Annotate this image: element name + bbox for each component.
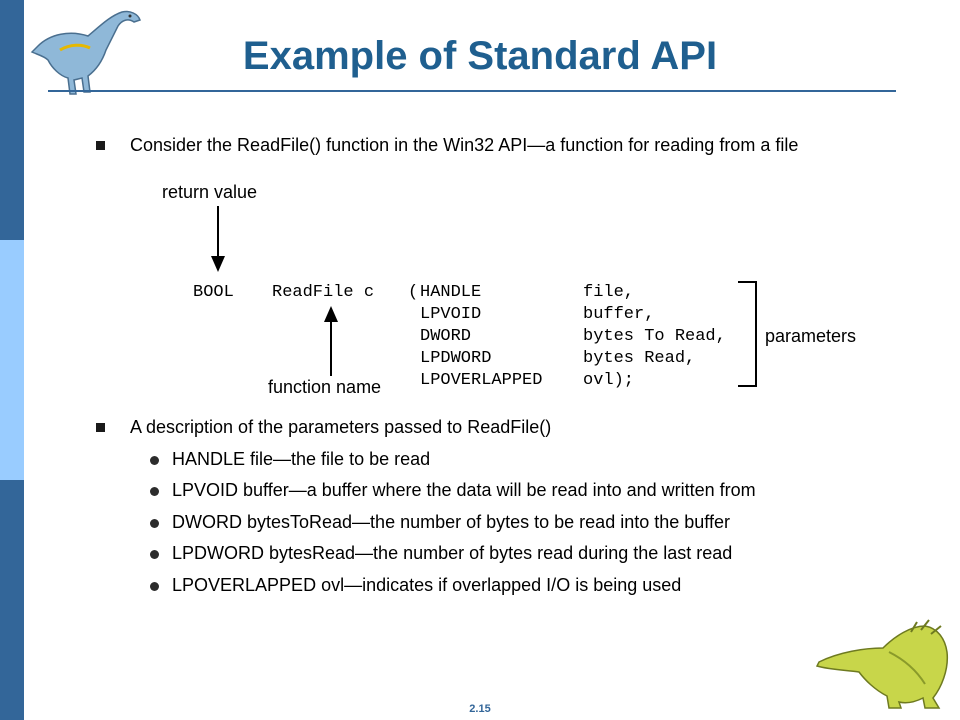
up-arrow-icon bbox=[324, 306, 338, 376]
function-name: ReadFile c bbox=[272, 283, 375, 302]
description-item: HANDLE file—the file to be read bbox=[172, 449, 431, 469]
round-bullet-icon bbox=[150, 487, 159, 496]
function-name-label: function name bbox=[268, 377, 382, 397]
description-item: LPVOID buffer—a buffer where the data wi… bbox=[172, 480, 756, 500]
param-name: file, bbox=[583, 283, 635, 302]
intro-text: Consider the ReadFile() function in the … bbox=[130, 135, 799, 155]
param-name: buffer, bbox=[583, 305, 655, 324]
description-item: DWORD bytesToRead—the number of bytes to… bbox=[172, 512, 730, 532]
param-type: LPDWORD bbox=[420, 349, 492, 368]
param-name: bytes Read, bbox=[583, 349, 696, 368]
left-sidebar-band bbox=[0, 0, 24, 720]
param-name: bytes To Read, bbox=[583, 327, 726, 346]
round-bullet-icon bbox=[150, 519, 159, 528]
down-arrow-icon bbox=[211, 206, 225, 272]
param-type: HANDLE bbox=[420, 283, 482, 302]
description-heading: A description of the parameters passed t… bbox=[130, 417, 552, 437]
open-paren: ( bbox=[408, 283, 419, 302]
parameters-label: parameters bbox=[765, 326, 857, 346]
round-bullet-icon bbox=[150, 582, 159, 591]
dinosaur-mascot-icon bbox=[815, 619, 949, 709]
param-type: DWORD bbox=[420, 327, 472, 346]
param-type: LPVOID bbox=[420, 305, 482, 324]
square-bullet-icon bbox=[96, 423, 105, 432]
return-value-label: return value bbox=[162, 182, 258, 202]
parameters-bracket-icon bbox=[738, 281, 757, 387]
square-bullet-icon bbox=[96, 141, 105, 150]
description-item: LPOVERLAPPED ovl—indicates if overlapped… bbox=[172, 575, 682, 595]
page-number: 2.15 bbox=[469, 703, 491, 715]
return-type: BOOL bbox=[193, 283, 234, 302]
param-type: LPOVERLAPPED bbox=[420, 371, 543, 390]
page-title: Example of Standard API bbox=[242, 34, 718, 78]
sidebar-highlight bbox=[0, 240, 24, 480]
round-bullet-icon bbox=[150, 456, 159, 465]
round-bullet-icon bbox=[150, 550, 159, 559]
dinosaur-logo-icon bbox=[30, 10, 141, 95]
description-item: LPDWORD bytesRead—the number of bytes re… bbox=[172, 543, 733, 563]
title-underline bbox=[48, 90, 896, 92]
param-name: ovl); bbox=[583, 371, 635, 390]
